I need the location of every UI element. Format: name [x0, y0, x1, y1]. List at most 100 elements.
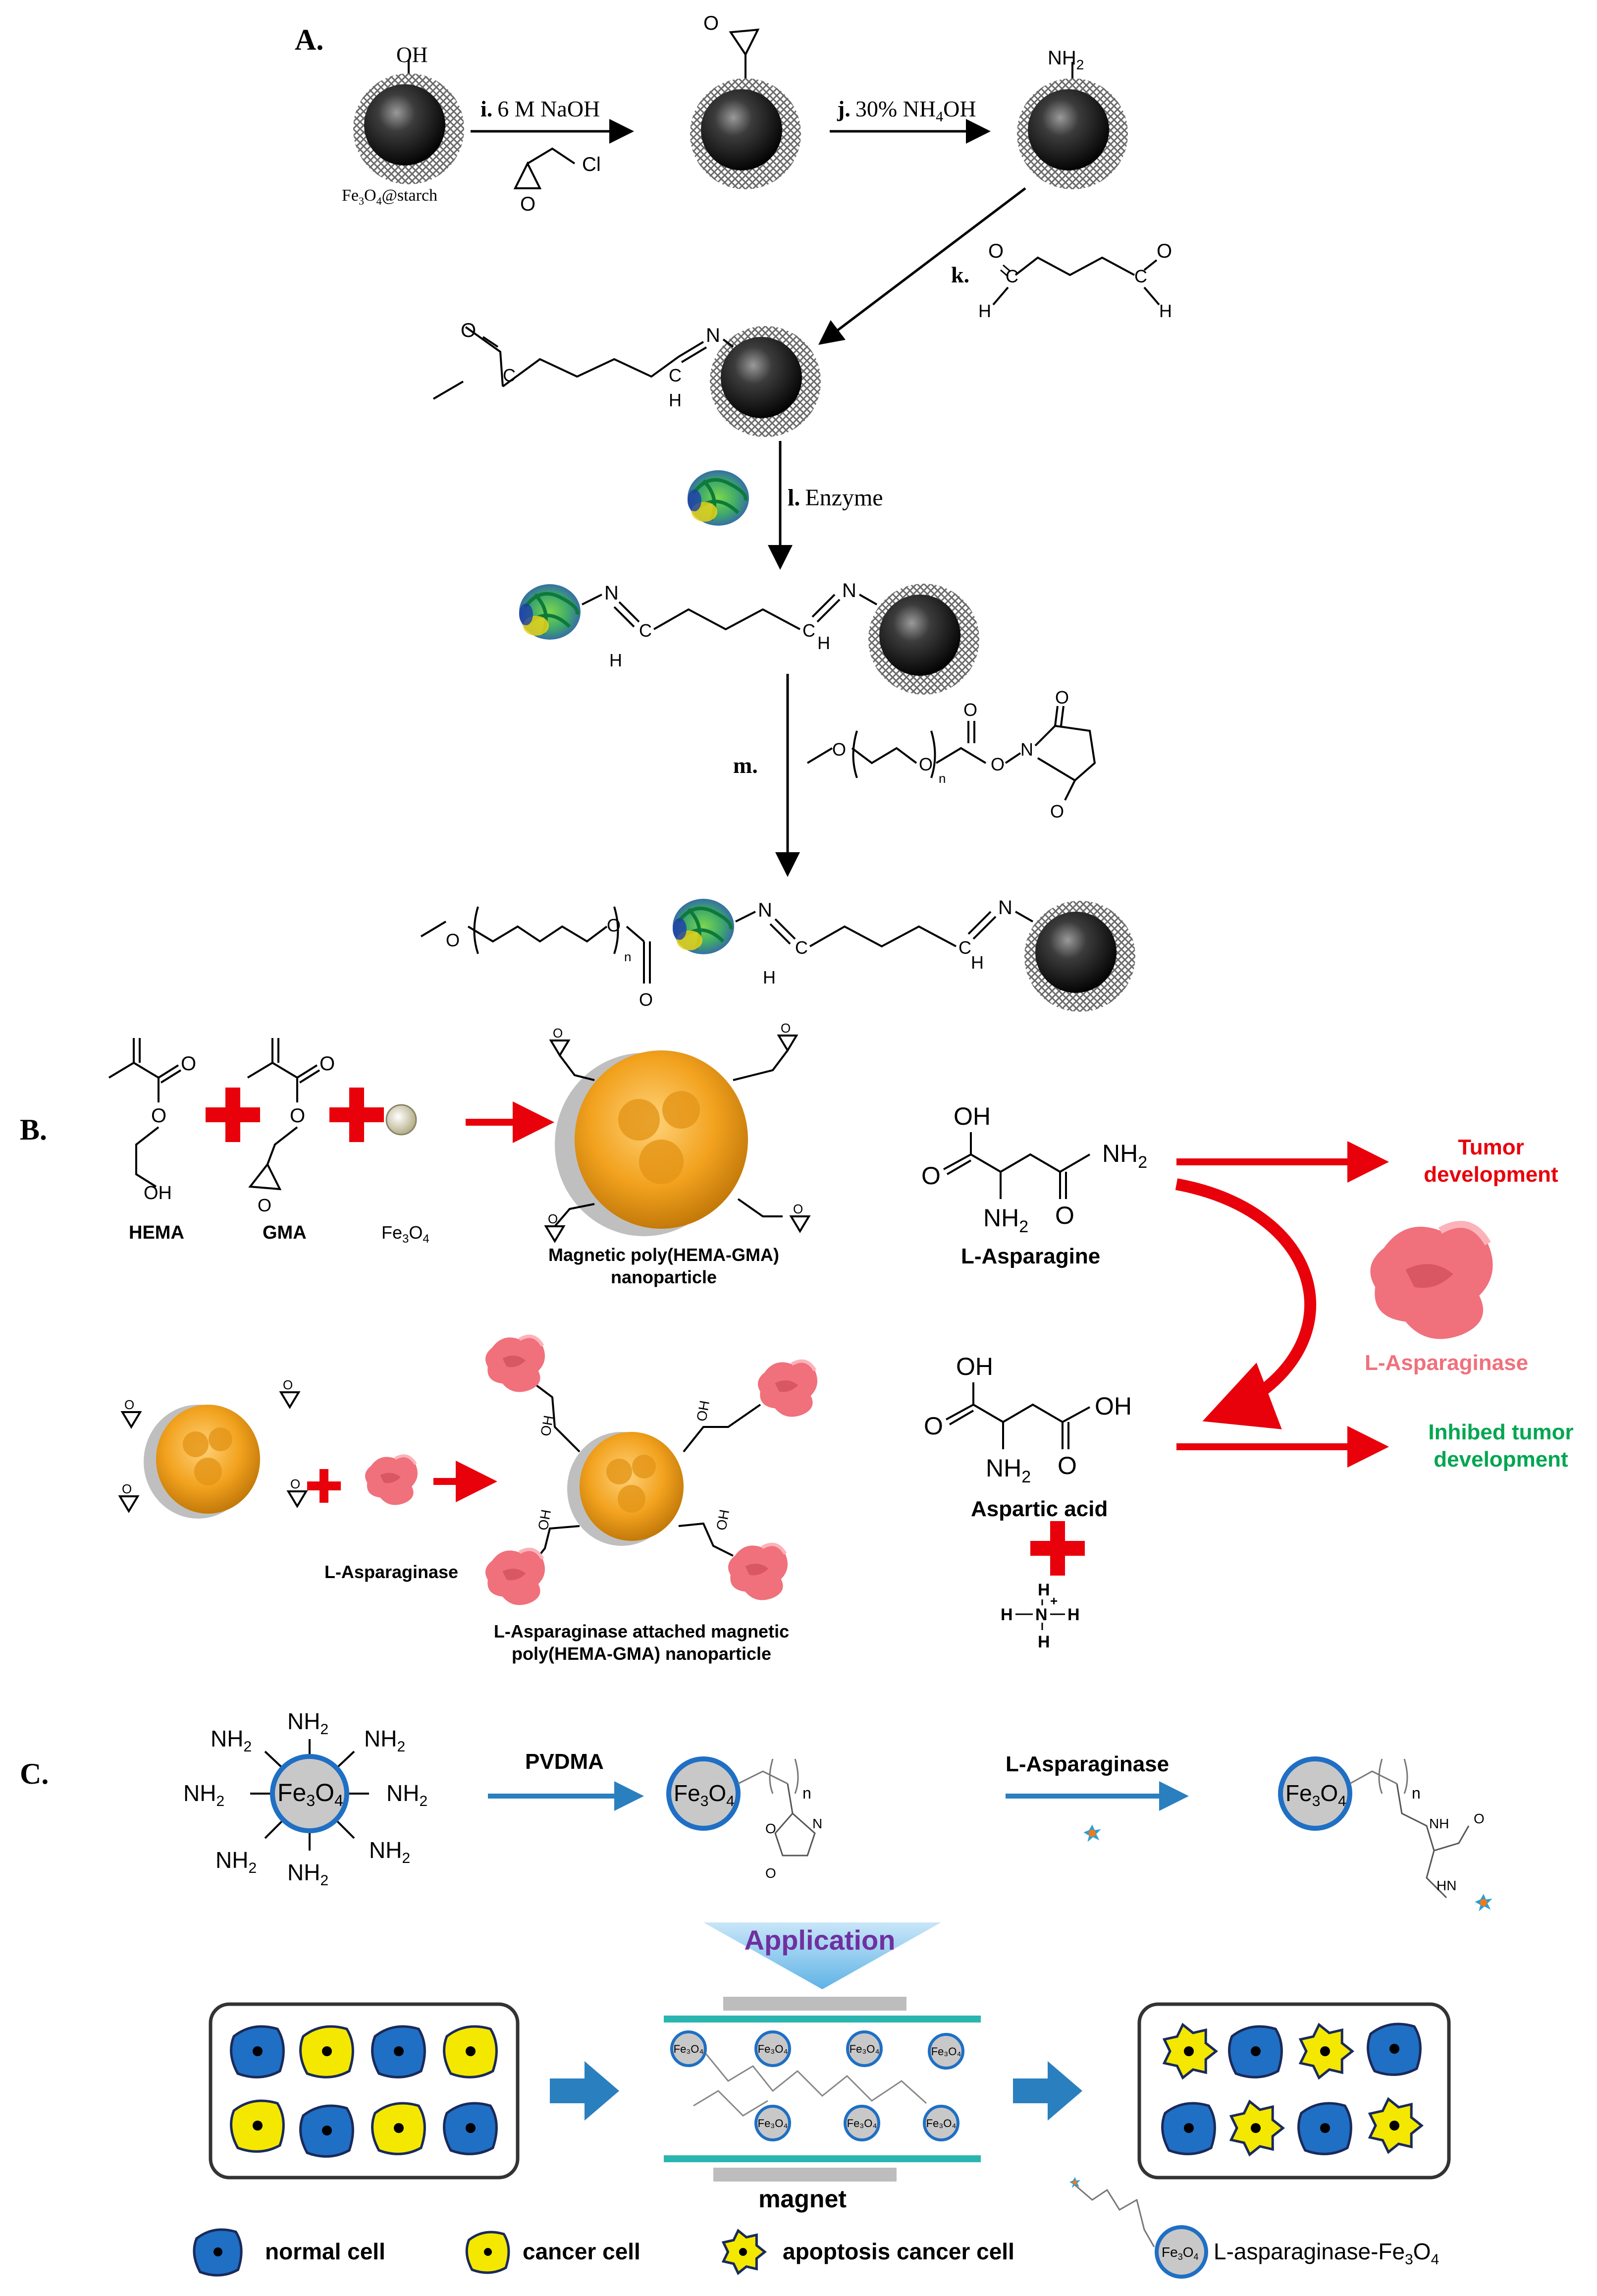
- svg-text:NH2: NH2: [386, 1780, 427, 1809]
- svg-text:n: n: [1412, 1784, 1421, 1802]
- svg-text:N: N: [812, 1816, 822, 1831]
- svg-text:N: N: [758, 899, 772, 921]
- fe3o4-label: Fe3O4: [381, 1222, 429, 1246]
- legend-cancer-cell: [465, 2231, 510, 2274]
- enzyme-protein-icon: [688, 470, 749, 526]
- channel-fe3o4-particle: Fe₃O₄: [928, 2033, 964, 2070]
- svg-text:O: O: [520, 193, 535, 215]
- normal-cell: [1297, 2102, 1352, 2155]
- asparaginase-arrow-label: L-Asparaginase: [1006, 1752, 1169, 1776]
- legend-normal-label: normal cell: [265, 2239, 385, 2264]
- channel-fe3o4-particle: Fe₃O₄: [844, 2105, 880, 2141]
- legend-conjugate-icon: Fe3O4: [1069, 2177, 1208, 2279]
- svg-text:Cl: Cl: [582, 154, 601, 175]
- normal-cell: [371, 2025, 426, 2078]
- step-l-label: l.Enzyme: [788, 485, 883, 511]
- arrow-step-k: [818, 187, 1026, 345]
- asparaginase-enzyme-large: [1370, 1224, 1492, 1339]
- normal-cell: [299, 2104, 354, 2158]
- legend-normal-cell-icon: [193, 2228, 243, 2277]
- starch-particle: [353, 59, 464, 184]
- enzyme-star-icon: [1083, 1824, 1101, 1842]
- svg-text:O: O: [639, 989, 653, 1010]
- svg-text:O: O: [290, 1105, 305, 1127]
- svg-text:OH: OH: [1095, 1392, 1132, 1420]
- epoxide-particle: [690, 28, 801, 189]
- svg-text:OH: OH: [144, 1183, 172, 1203]
- red-curved-arrow: [1175, 1178, 1317, 1429]
- legend-cancer-cell-icon: [465, 2231, 510, 2274]
- svg-text:n: n: [802, 1784, 811, 1802]
- svg-text:H: H: [1001, 1605, 1013, 1624]
- svg-text:OH: OH: [954, 1102, 991, 1130]
- svg-text:C: C: [503, 365, 516, 385]
- gma-structure: O O O: [247, 1038, 335, 1215]
- svg-text:H: H: [817, 633, 830, 653]
- pvdma-particle: Fe3O4 n O N O: [666, 1756, 822, 1881]
- cell-population-after: [1161, 2023, 1424, 2157]
- application-label: Application: [745, 1924, 896, 1956]
- svg-text:NH2: NH2: [287, 1859, 328, 1889]
- svg-text:O: O: [991, 754, 1005, 774]
- normal-cell: [443, 2102, 498, 2155]
- svg-text:NH2: NH2: [369, 1837, 410, 1866]
- svg-text:NH2: NH2: [215, 1847, 257, 1876]
- channel-fe3o4-particle: Fe₃O₄: [754, 2030, 791, 2067]
- svg-text:+: +: [1050, 1593, 1058, 1608]
- starch-caption: Fe3O4@starch: [342, 186, 437, 207]
- inhibit-label-2: development: [1434, 1447, 1568, 1472]
- cell-population-before: [230, 2025, 498, 2158]
- attached-caption-line1: L-Asparaginase attached magnetic: [494, 1621, 789, 1641]
- channel-fe3o4-particle: Fe₃O₄: [923, 2105, 959, 2141]
- aspartic-acid-structure: OH O NH2 O OH: [924, 1353, 1132, 1486]
- cell-box-before: [209, 2002, 520, 2180]
- enzyme-small-label: L-Asparaginase: [324, 1562, 458, 1582]
- svg-text:Fe3O4: Fe3O4: [1162, 2244, 1199, 2262]
- panel-c: C. Fe3O4 NH2 NH2 NH2 NH2 NH2 NH2 NH2 NH2: [20, 1708, 1492, 2279]
- blue-block-arrow-1: [550, 2061, 619, 2121]
- svg-text:O: O: [1055, 687, 1069, 708]
- svg-text:O: O: [1050, 801, 1064, 821]
- blue-block-arrow-2: [1013, 2061, 1082, 2121]
- amine-label: NH2: [1048, 47, 1084, 72]
- particle-caption-line1: Magnetic poly(HEMA-GMA): [548, 1245, 779, 1265]
- svg-text:O: O: [924, 1412, 943, 1440]
- svg-text:O: O: [181, 1053, 196, 1075]
- polymer-linkers: [693, 2053, 927, 2117]
- ammonium-structure: H + H N H H: [1001, 1581, 1080, 1651]
- legend-conjugate-label: L-asparaginase-Fe3O4: [1214, 2239, 1439, 2268]
- legend-apoptosis-cell: [721, 2229, 767, 2275]
- svg-text:O: O: [258, 1195, 271, 1215]
- svg-text:C: C: [669, 365, 682, 385]
- normal-cell: [1367, 2023, 1422, 2076]
- svg-text:O: O: [963, 700, 977, 720]
- svg-text:OH: OH: [535, 1508, 554, 1531]
- fe3o4-small-particle: [385, 1104, 417, 1136]
- svg-text:OH: OH: [693, 1399, 712, 1422]
- svg-text:O: O: [832, 739, 846, 760]
- channel-fe3o4-particle: Fe₃O₄: [670, 2030, 707, 2067]
- svg-text:H: H: [1038, 1581, 1050, 1599]
- svg-text:N: N: [1035, 1605, 1048, 1624]
- cancer-cell: [230, 2099, 285, 2153]
- plus-icon-4: [307, 1469, 341, 1503]
- svg-text:C: C: [802, 620, 815, 641]
- step-m-label: m.: [733, 753, 758, 778]
- svg-text:Fe₃O₄: Fe₃O₄: [847, 2117, 877, 2130]
- svg-text:NH2: NH2: [364, 1726, 405, 1755]
- magnetic-poly-particle: [545, 1020, 810, 1242]
- apoptosis-cell: [1229, 2099, 1285, 2157]
- svg-text:Fe3O4: Fe3O4: [674, 1780, 735, 1809]
- svg-text:OH: OH: [713, 1508, 732, 1531]
- apoptosis-cell: [1162, 2023, 1219, 2080]
- svg-text:NH2: NH2: [287, 1708, 328, 1738]
- svg-text:Fe3O4: Fe3O4: [277, 1779, 343, 1809]
- enzyme-label: L-Asparaginase: [1365, 1351, 1528, 1375]
- svg-text:O: O: [765, 1865, 776, 1881]
- plus-icon-1: [206, 1088, 260, 1142]
- channel-fe3o4-particle: Fe₃O₄: [754, 2105, 791, 2141]
- svg-text:O: O: [151, 1105, 166, 1127]
- hema-structure: O O OH: [108, 1038, 196, 1203]
- asparagine-structure: OH O NH2 O NH2: [921, 1102, 1147, 1236]
